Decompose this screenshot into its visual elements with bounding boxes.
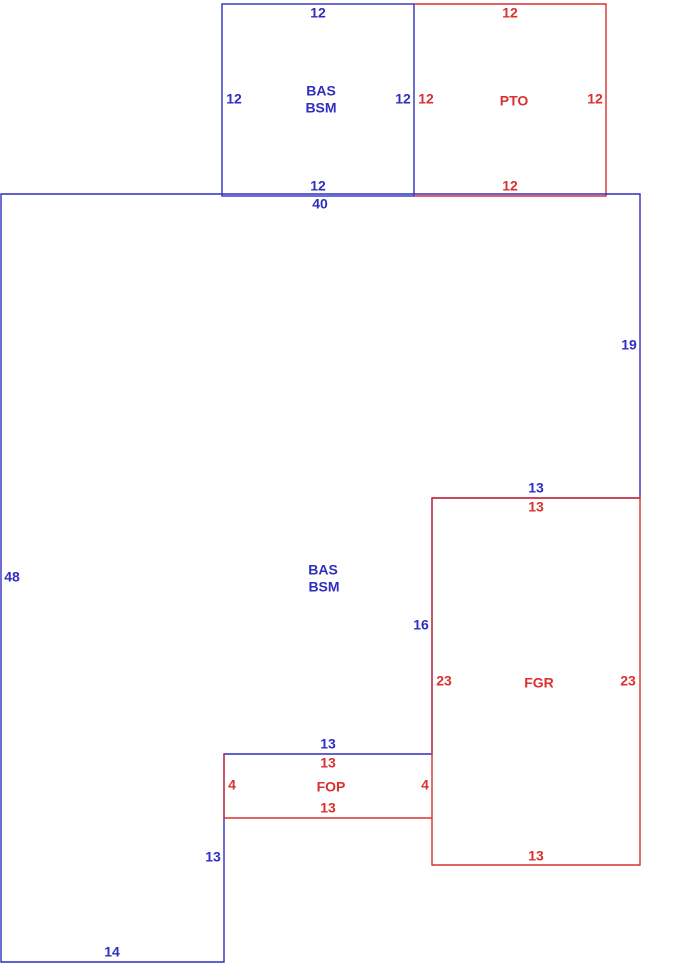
fop-right-dimension: 4 [421, 777, 429, 793]
upper-bas-label-line2: BSM [305, 100, 336, 116]
fgr-top-dimension: 13 [528, 499, 544, 515]
pto-outline [414, 3, 607, 197]
upper-bas-top-dimension: 12 [310, 5, 326, 21]
fop-top-dimension: 13 [320, 755, 336, 771]
main-bas-outline [0, 193, 641, 963]
fgr-outline [431, 497, 641, 866]
fop-label: FOP [317, 779, 346, 795]
main-bas-notch-top-dimension: 13 [528, 480, 544, 496]
upper-bas-left-dimension: 12 [226, 91, 242, 107]
fgr-label: FGR [524, 675, 554, 691]
fop-outline [223, 754, 432, 819]
main-bas-bottom-dimension: 14 [104, 944, 120, 960]
main-bas-top-dimension: 40 [312, 196, 328, 212]
pto-bottom-dimension: 12 [502, 178, 518, 194]
pto-label: PTO [500, 93, 529, 109]
main-bas-fop-top-dimension: 13 [320, 736, 336, 752]
pto-left-dimension: 12 [418, 91, 434, 107]
main-bas-left-dimension: 48 [4, 569, 20, 585]
upper-bas-label-line1: BAS [306, 83, 336, 99]
pto-top-dimension: 12 [502, 5, 518, 21]
fop-left-dimension: 4 [228, 777, 236, 793]
fgr-right-dimension: 23 [620, 673, 636, 689]
fgr-left-dimension: 23 [436, 673, 452, 689]
main-bas-inner-vertical-dimension: 16 [413, 617, 429, 633]
upper-bas-bottom-dimension: 12 [310, 178, 326, 194]
upper-bas-outline [221, 3, 415, 197]
main-bas-label-line1: BAS [308, 562, 338, 578]
main-bas-inner-left-dimension: 13 [205, 849, 221, 865]
upper-bas-right-dimension: 12 [395, 91, 411, 107]
pto-right-dimension: 12 [587, 91, 603, 107]
main-bas-label-line2: BSM [308, 579, 339, 595]
fop-bottom-dimension: 13 [320, 800, 336, 816]
main-bas-right-dimension: 19 [621, 337, 637, 353]
fgr-bottom-dimension: 13 [528, 848, 544, 864]
